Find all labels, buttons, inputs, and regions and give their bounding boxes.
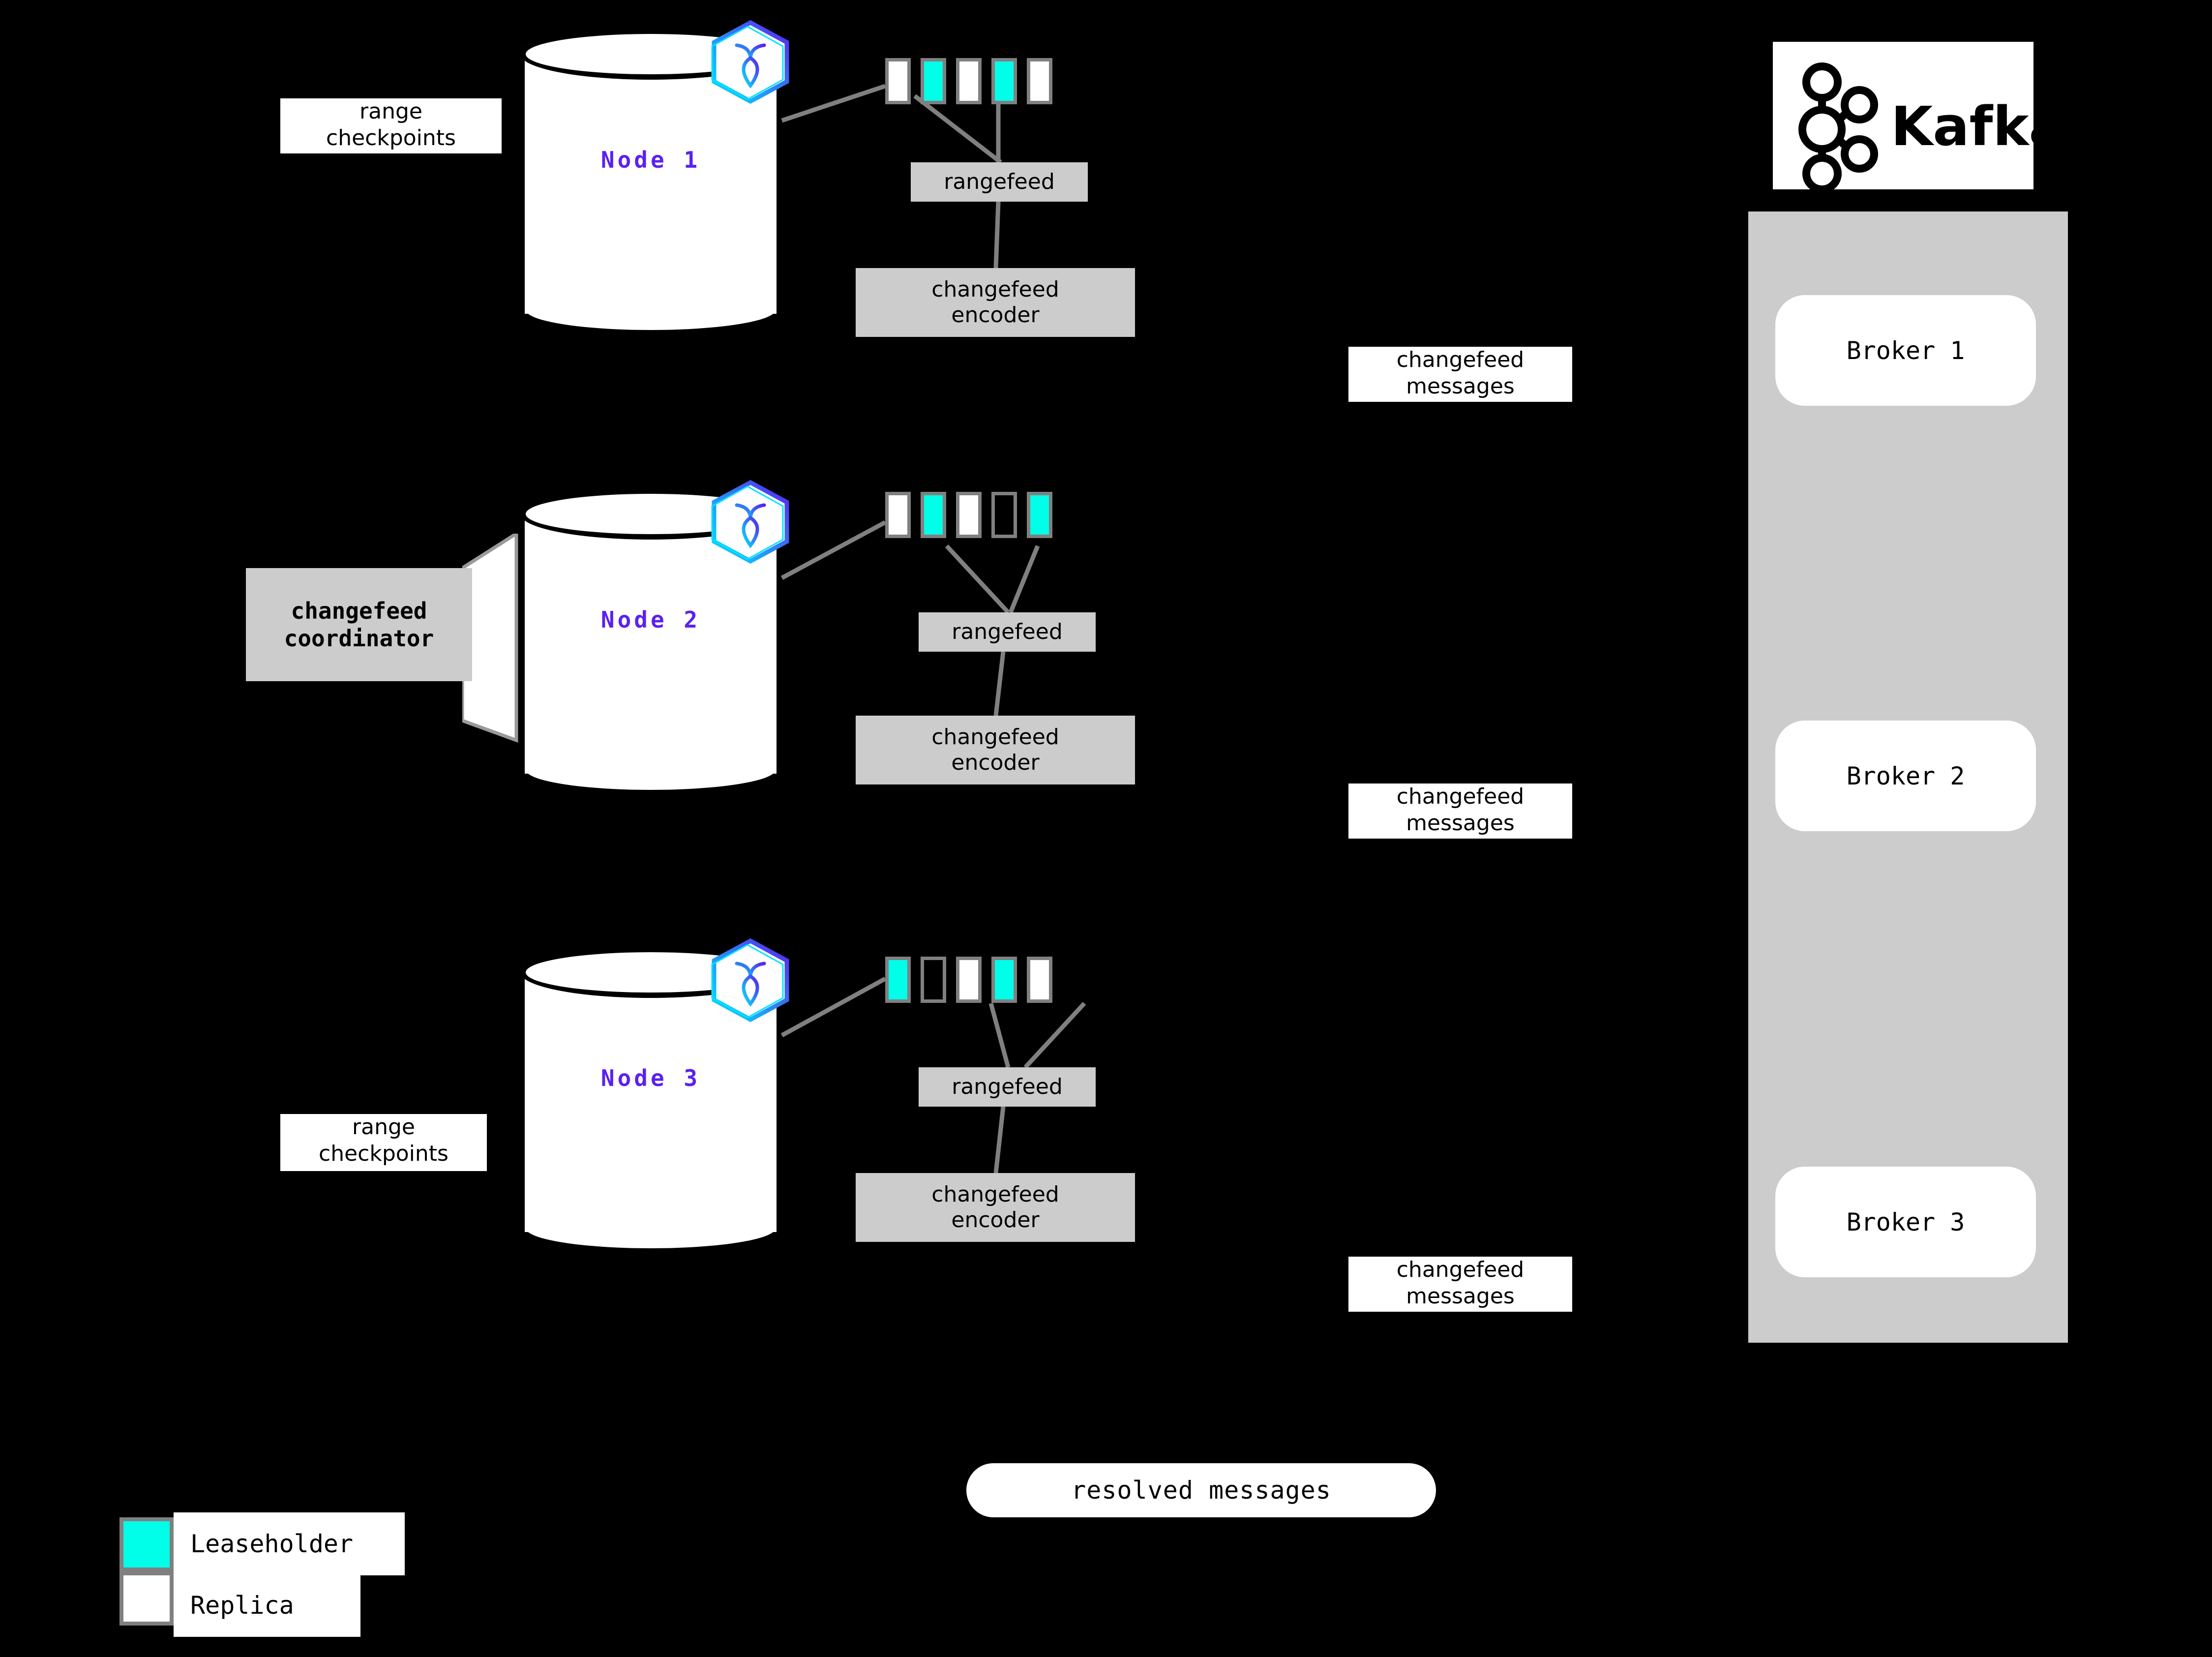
changefeed-messages-line-2: messages — [1406, 810, 1515, 836]
changefeed-messages-label-2: changefeed messages — [1348, 783, 1572, 839]
range-box-replica[interactable] — [1027, 58, 1052, 104]
range-row-1 — [885, 58, 1052, 104]
range-box-replica[interactable] — [885, 492, 911, 538]
kafka-wordmark: Kafka — [1891, 95, 2033, 158]
legend-swatch-leaseholder — [120, 1517, 174, 1571]
range-checkpoints-label-top: range checkpoints — [280, 98, 502, 153]
node-label-3: Node 3 — [600, 1065, 701, 1091]
cylinder-shade — [525, 518, 777, 774]
changefeed-encoder-box-3[interactable]: changefeed encoder — [856, 1173, 1135, 1242]
range-box-leaseholder[interactable] — [1027, 492, 1052, 538]
cockroachdb-logo-icon — [711, 480, 789, 564]
range-box-replica[interactable] — [1027, 957, 1052, 1003]
encoder-line-1: changefeed — [931, 1182, 1059, 1207]
cockroachdb-logo-icon — [711, 938, 789, 1023]
broker-box-1[interactable]: Broker 1 — [1775, 295, 2036, 406]
cylinder-shade — [525, 58, 777, 314]
range-box-leaseholder[interactable] — [921, 492, 946, 538]
range-checkpoints-label-bottom: range checkpoints — [280, 1114, 487, 1171]
range-box-leaseholder[interactable] — [991, 58, 1017, 104]
encoder-line-2: encoder — [951, 1207, 1040, 1233]
broker-box-2[interactable]: Broker 2 — [1775, 721, 2036, 831]
range-box-leaseholder[interactable] — [885, 957, 911, 1003]
changefeed-messages-label-3: changefeed messages — [1348, 1257, 1572, 1312]
legend-label-replica: Replica — [174, 1574, 360, 1637]
kafka-logo-panel: Kafka — [1773, 42, 2065, 193]
kafka-logo-icon: Kafka — [1798, 62, 2065, 193]
changefeed-messages-line-1: changefeed — [1396, 784, 1524, 809]
encoder-line-2: encoder — [951, 302, 1040, 328]
changefeed-coordinator-box[interactable]: changefeed coordinator — [246, 568, 472, 681]
range-row-2 — [885, 492, 1052, 538]
rangefeed-box-2[interactable]: rangefeed — [919, 612, 1096, 652]
coordinator-line-2: coordinator — [284, 625, 434, 652]
node-cylinder-1: Node 1 — [520, 29, 781, 335]
rangefeed-box-3[interactable]: rangefeed — [919, 1067, 1096, 1107]
range-checkpoints-line-2: checkpoints — [326, 125, 456, 151]
range-box-replica[interactable] — [956, 58, 982, 104]
cylinder-shade — [525, 976, 777, 1232]
resolved-messages-pill[interactable]: resolved messages — [966, 1463, 1436, 1517]
range-checkpoints-line-2: checkpoints — [319, 1141, 448, 1166]
coordinator-flag-shape — [462, 534, 518, 743]
range-box-empty[interactable] — [921, 957, 946, 1003]
cockroachdb-logo-icon — [711, 20, 789, 104]
node-label-1: Node 1 — [600, 147, 701, 173]
changefeed-encoder-box-1[interactable]: changefeed encoder — [856, 268, 1135, 337]
changefeed-messages-line-2: messages — [1406, 1283, 1515, 1309]
changefeed-messages-line-1: changefeed — [1396, 347, 1524, 372]
changefeed-encoder-box-2[interactable]: changefeed encoder — [856, 716, 1135, 784]
range-box-empty[interactable] — [991, 492, 1017, 538]
encoder-line-1: changefeed — [931, 724, 1059, 750]
range-checkpoints-line-1: range — [359, 99, 422, 124]
node-label-2: Node 2 — [600, 606, 701, 633]
changefeed-messages-line-2: messages — [1406, 373, 1515, 399]
range-box-replica[interactable] — [956, 957, 982, 1003]
legend-swatch-replica — [120, 1571, 174, 1626]
changefeed-messages-label-1: changefeed messages — [1348, 347, 1572, 402]
encoder-line-2: encoder — [951, 750, 1040, 775]
range-box-leaseholder[interactable] — [991, 957, 1017, 1003]
encoder-line-1: changefeed — [931, 277, 1059, 302]
range-box-replica[interactable] — [956, 492, 982, 538]
range-box-leaseholder[interactable] — [921, 58, 946, 104]
broker-box-3[interactable]: Broker 3 — [1775, 1167, 2036, 1277]
changefeed-messages-line-1: changefeed — [1396, 1257, 1524, 1282]
range-checkpoints-line-1: range — [352, 1115, 415, 1140]
coordinator-line-1: changefeed — [291, 597, 427, 624]
rangefeed-box-1[interactable]: rangefeed — [911, 162, 1088, 202]
range-box-replica[interactable] — [885, 58, 911, 104]
range-row-3 — [885, 957, 1052, 1003]
legend-label-leaseholder: Leaseholder — [174, 1512, 405, 1575]
node-cylinder-2: Node 2 — [520, 488, 781, 795]
